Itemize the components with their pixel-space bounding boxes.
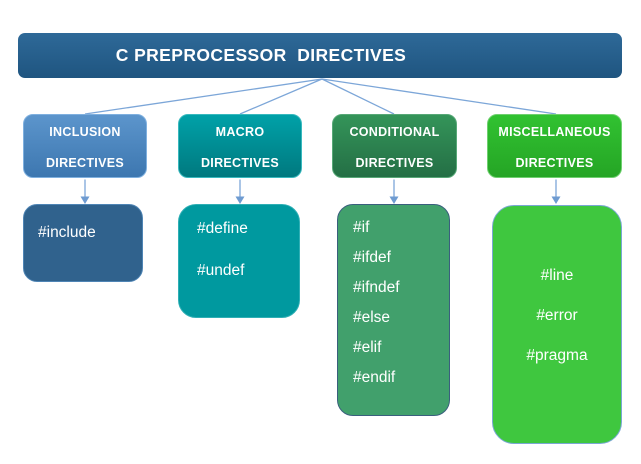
- category-label-line2: DIRECTIVES: [45, 156, 124, 170]
- fan-connector-macro: [239, 78, 323, 115]
- down-arrowhead-icon: [551, 196, 561, 204]
- directive-item: #line: [540, 267, 574, 284]
- directive-item: #elif: [353, 339, 382, 356]
- category-box-macro: MACRO DIRECTIVES: [178, 114, 302, 178]
- category-box-miscellaneous: MISCELLANEOUS DIRECTIVES: [487, 114, 622, 178]
- directive-item: #ifdef: [353, 249, 391, 266]
- category-label-line1: CONDITIONAL: [349, 125, 440, 139]
- directive-item: #else: [353, 309, 391, 326]
- diagram-title: C PREPROCESSOR DIRECTIVES: [115, 45, 407, 65]
- directive-item: #pragma: [526, 347, 588, 364]
- category-label-line1: MISCELLANEOUS: [498, 125, 611, 139]
- directive-item: #error: [536, 307, 578, 324]
- down-arrowhead-icon: [389, 196, 399, 204]
- directives-box-inclusion: #include: [23, 204, 143, 282]
- directive-item: #endif: [353, 369, 396, 386]
- category-label-line2: DIRECTIVES: [515, 156, 594, 170]
- directives-box-conditional: #if #ifdef #ifndef #else #elif #endif: [337, 204, 450, 416]
- directive-item: #ifndef: [353, 279, 400, 296]
- fan-connector-miscellaneous: [321, 78, 557, 115]
- directive-item: #define: [197, 220, 248, 237]
- directive-item: #if: [353, 219, 370, 236]
- directives-box-macro: #define #undef: [178, 204, 300, 318]
- category-label-line1: MACRO: [215, 125, 265, 139]
- category-label-line2: DIRECTIVES: [355, 156, 434, 170]
- fan-connector-conditional: [321, 78, 395, 115]
- category-box-inclusion: INCLUSION DIRECTIVES: [23, 114, 147, 178]
- directives-box-miscellaneous: #line #error #pragma: [492, 205, 622, 444]
- category-label-line1: INCLUSION: [49, 125, 121, 139]
- diagram-title-box: C PREPROCESSOR DIRECTIVES: [18, 33, 622, 78]
- directive-item: #undef: [197, 262, 245, 279]
- category-box-conditional: CONDITIONAL DIRECTIVES: [332, 114, 457, 178]
- category-label-line2: DIRECTIVES: [200, 156, 279, 170]
- directive-item: #include: [38, 224, 96, 241]
- down-arrowhead-icon: [235, 196, 245, 204]
- fan-connector-inclusion: [84, 78, 323, 115]
- down-arrowhead-icon: [80, 196, 90, 204]
